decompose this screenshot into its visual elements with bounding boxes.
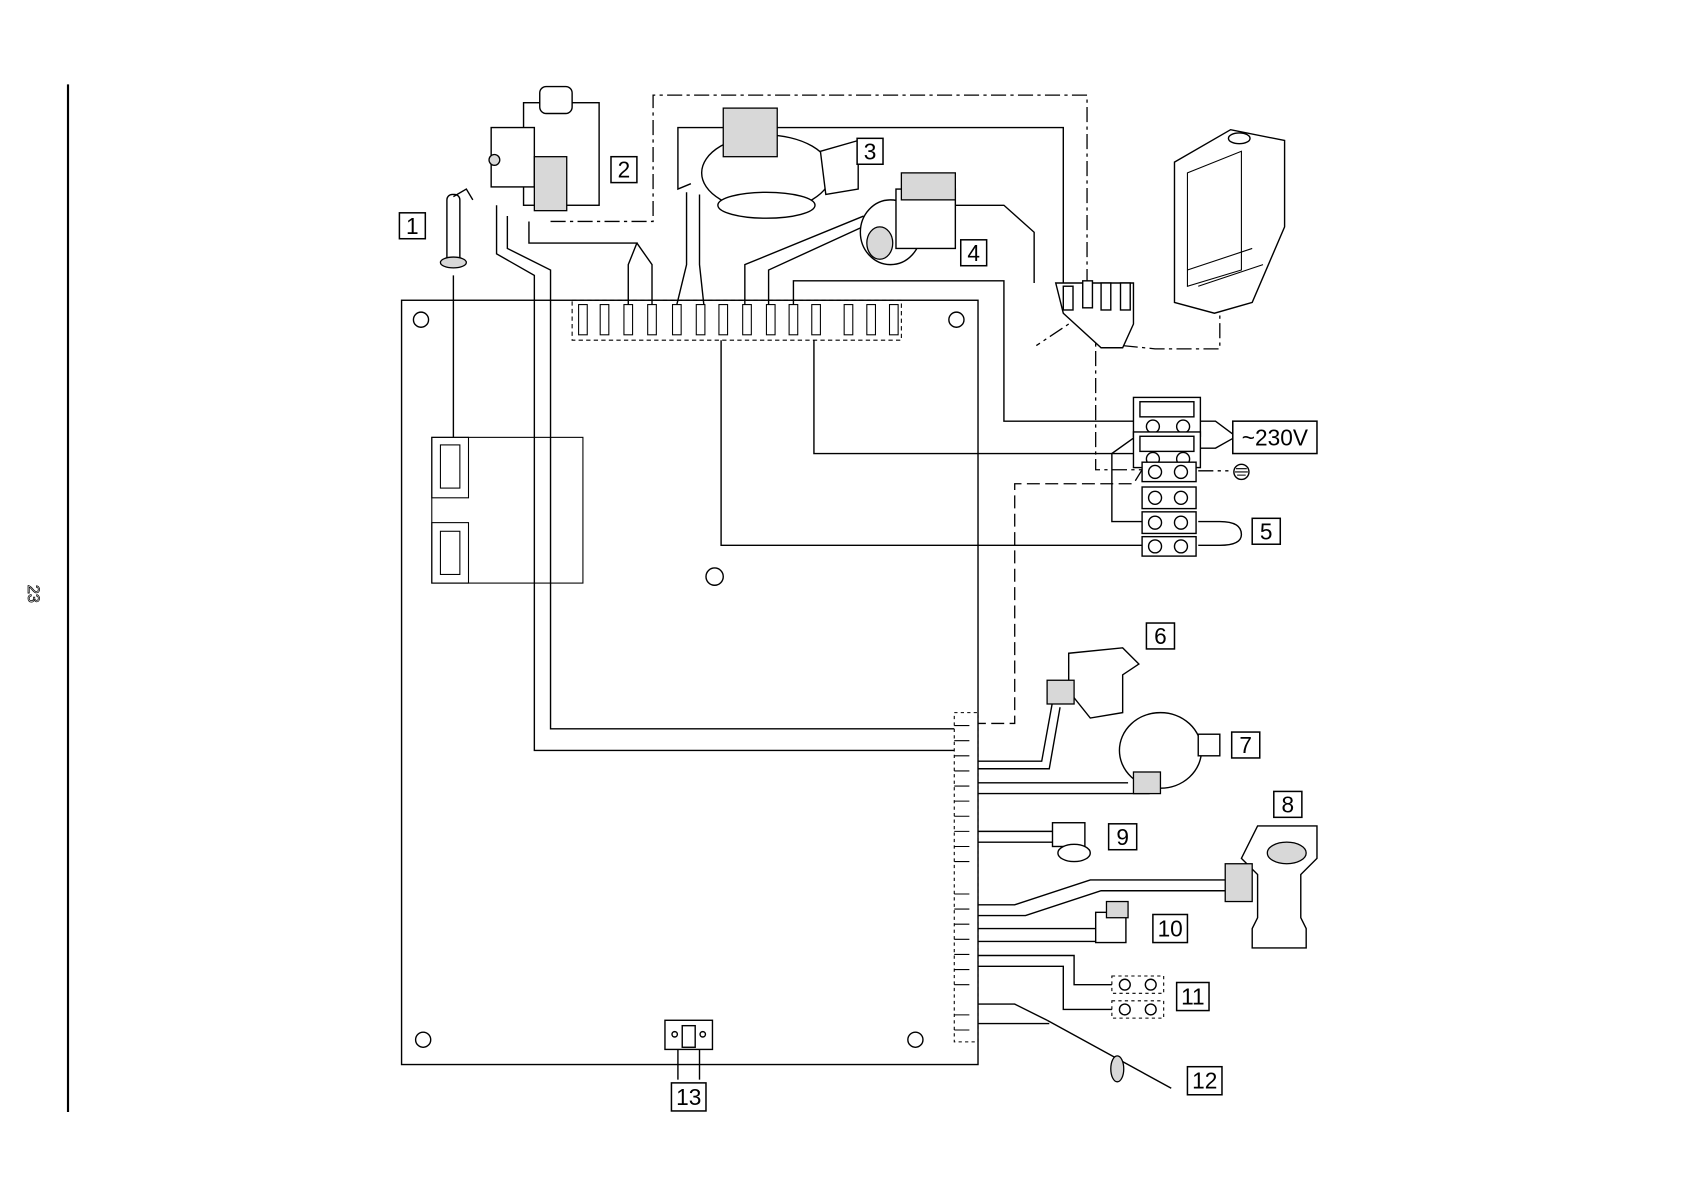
svg-text:8: 8 <box>1282 791 1295 817</box>
label-13: 13 <box>671 1083 706 1111</box>
earth-bracket <box>1056 281 1134 348</box>
label-2: 2 <box>611 157 637 183</box>
flow-sensor-8 <box>1225 826 1317 948</box>
svg-text:13: 13 <box>676 1084 701 1110</box>
sensor-6 <box>1047 648 1139 718</box>
label-9: 9 <box>1109 824 1137 850</box>
label-1: 1 <box>399 213 425 239</box>
svg-text:2: 2 <box>618 157 631 183</box>
svg-text:10: 10 <box>1158 916 1183 942</box>
svg-text:9: 9 <box>1116 824 1129 850</box>
fan <box>702 108 859 218</box>
svg-text:1: 1 <box>406 213 419 239</box>
gas-valve <box>489 87 599 211</box>
label-4: 4 <box>961 240 987 266</box>
label-6: 6 <box>1146 623 1174 649</box>
control-board <box>402 300 978 1064</box>
label-5: 5 <box>1252 518 1280 544</box>
svg-text:4: 4 <box>967 240 980 266</box>
probe-12 <box>1047 1020 1171 1088</box>
pressure-sensor-7 <box>1119 713 1219 794</box>
svg-text:7: 7 <box>1239 732 1252 758</box>
label-7: 7 <box>1232 732 1260 758</box>
svg-text:5: 5 <box>1260 518 1273 544</box>
svg-text:3: 3 <box>864 138 877 164</box>
earth-ground-icon <box>1234 464 1249 479</box>
svg-text:11: 11 <box>1181 984 1205 1010</box>
pump <box>860 173 955 265</box>
thermostat-9 <box>1053 823 1091 862</box>
label-3: 3 <box>857 138 883 164</box>
label-12: 12 <box>1187 1067 1222 1095</box>
terminal-block <box>1133 397 1200 556</box>
page-number: 23 <box>24 585 42 603</box>
svg-text:12: 12 <box>1192 1068 1217 1094</box>
sensor-10 <box>1096 902 1128 943</box>
ignition-electrode <box>440 189 472 268</box>
label-8: 8 <box>1274 791 1302 817</box>
connector-13 <box>665 1020 712 1049</box>
svg-text:6: 6 <box>1154 623 1167 649</box>
supply-voltage-label: ~230V <box>1233 421 1317 453</box>
label-10: 10 <box>1153 914 1188 942</box>
svg-text:~230V: ~230V <box>1242 424 1309 450</box>
boiler-frame <box>1174 130 1284 314</box>
label-11: 11 <box>1177 982 1209 1010</box>
connectors-11 <box>1112 976 1164 1018</box>
